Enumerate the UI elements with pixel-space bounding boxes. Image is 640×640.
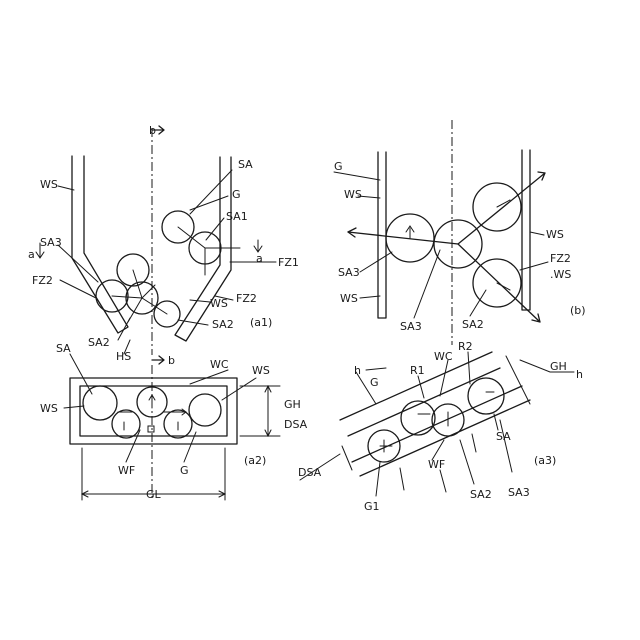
- label-fig-b: (b): [570, 304, 586, 317]
- label-sa2-a1-left: SA2: [88, 336, 110, 349]
- channel-outer-a2: [70, 378, 237, 444]
- label-ws-b-right: WS: [546, 228, 564, 241]
- label-sa3-b-bottom: SA3: [400, 320, 422, 333]
- label-g-b: G: [334, 160, 343, 173]
- label-g-top: G: [232, 188, 241, 201]
- label-sa3-b: SA3: [338, 266, 360, 279]
- label-sa-a2: SA: [56, 342, 71, 355]
- label-a-left: a: [28, 248, 35, 261]
- label-fz2-left: FZ2: [32, 274, 53, 287]
- label-ws-a2-right: WS: [252, 364, 270, 377]
- label-b-mid: b: [168, 354, 175, 367]
- label-wc-a3: WC: [434, 350, 453, 363]
- label-gl-a2: GL: [146, 488, 162, 501]
- label-fz2-right: FZ2: [236, 292, 257, 305]
- label-fig-a1: (a1): [250, 316, 272, 329]
- label-g-a3: G: [370, 376, 379, 389]
- label-b-top: b: [149, 124, 156, 137]
- wall-right-a1: [175, 157, 231, 341]
- label-gh-a3: GH: [550, 360, 567, 373]
- label-sa2-a3: SA2: [470, 488, 492, 501]
- label-g-a2: G: [180, 464, 189, 477]
- label-ws-left: WS: [40, 178, 58, 191]
- label-fz2-b: FZ2: [550, 252, 571, 265]
- label-sa1: SA1: [226, 210, 248, 223]
- label-g1-a3: G1: [364, 500, 380, 513]
- label-hs: HS: [116, 350, 131, 363]
- label-fig-a3: (a3): [534, 454, 556, 467]
- label-dsa-a2: DSA: [284, 418, 308, 431]
- label-gh-a2: GH: [284, 398, 301, 411]
- panel-a3: h G R1 WC R2 GH h DSA WF SA2 SA SA3 G1 (…: [298, 340, 583, 513]
- label-wc-a2: WC: [210, 358, 229, 371]
- label-fig-a2: (a2): [244, 454, 266, 467]
- label-ws-a2-left: WS: [40, 402, 58, 415]
- label-ws-b-right2: .WS: [550, 268, 571, 281]
- label-sa-top: SA: [238, 158, 253, 171]
- label-wf-a3: WF: [428, 458, 445, 471]
- label-h-right: h: [576, 368, 583, 381]
- ball-a2-5: [189, 394, 221, 426]
- label-r1: R1: [410, 364, 425, 377]
- ball-a2-2: [112, 410, 140, 438]
- label-sa3-a1: SA3: [40, 236, 62, 249]
- label-fz1: FZ1: [278, 256, 299, 269]
- wall-right-b: [522, 150, 530, 310]
- label-sa2-b: SA2: [462, 318, 484, 331]
- label-h-left: h: [354, 364, 361, 377]
- label-sa2-a1-right: SA2: [212, 318, 234, 331]
- label-ws-b-bottom: WS: [340, 292, 358, 305]
- label-wf-a2: WF: [118, 464, 135, 477]
- ball-a2-1: [83, 386, 117, 420]
- label-ws-b-top: WS: [344, 188, 362, 201]
- panel-b: G WS SA3 WS WS FZ2 .WS SA3 SA2 (b): [334, 120, 586, 345]
- label-r2: R2: [458, 340, 473, 353]
- label-a-right: a: [256, 252, 263, 265]
- ball-a3-2: [401, 401, 435, 435]
- arrow-b-mid: [152, 356, 164, 364]
- label-sa3-a3: SA3: [508, 486, 530, 499]
- label-ws-a1: WS: [210, 297, 228, 310]
- panel-a1: b b WS SA G SA1 a a SA3 FZ1 FZ2 FZ2 WS S…: [28, 124, 299, 367]
- label-dsa-a3: DSA: [298, 466, 322, 479]
- label-sa-a3: SA: [496, 430, 511, 443]
